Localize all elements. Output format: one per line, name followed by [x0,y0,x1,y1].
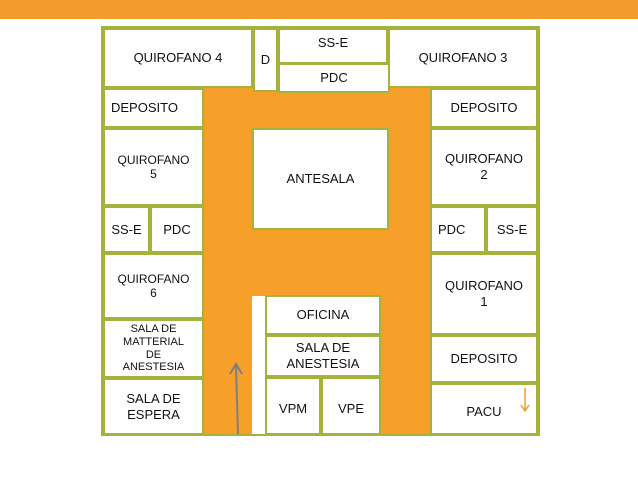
room-label: QUIROFANO 4 [133,50,223,66]
room-vpe: VPE [321,377,381,435]
room-quirofano-1: QUIROFANO 1 [430,253,538,335]
arrow-up-head [229,362,243,375]
room-label: QUIROFANO 6 [117,271,190,300]
header-bar [0,0,638,19]
room-ss-e-left: SS-E [103,206,150,253]
room-quirofano-3: QUIROFANO 3 [388,28,538,88]
corridor-left [204,88,252,434]
room-label: SALA DE ANESTESIA [286,340,360,371]
room-ss-e-right: SS-E [486,206,538,253]
room-label: SS-E [317,35,349,50]
room-ss-e-top: SS-E [278,28,388,64]
arrow-up-icon [229,362,243,435]
room-pdc-left: PDC [150,206,204,253]
room-label: SS-E [496,221,528,237]
room-deposito-bottom: DEPOSITO [430,335,538,383]
room-label: QUIROFANO 2 [444,151,523,182]
room-label: VPE [337,401,364,416]
room-deposito-right: DEPOSITO [430,88,538,128]
room-sala-espera: SALA DE ESPERA [103,378,204,435]
room-sala-anestesia: SALA DE ANESTESIA [265,335,381,377]
room-label: PDC [320,70,348,86]
arrow-down-icon [520,388,530,413]
room-label: DEPOSITO [450,351,518,367]
room-label: SS-E [111,221,142,237]
room-label: DEPOSITO [111,100,178,116]
room-label: PACU [466,404,502,420]
room-d: D [253,28,278,92]
room-pdc-right: PDC [430,206,486,253]
room-pdc-top: PDC [278,63,390,93]
room-deposito-left: DEPOSITO [103,88,204,128]
room-label: ANTESALA [286,171,355,187]
room-antesala: ANTESALA [252,128,389,230]
arrow-down-head [520,404,530,413]
room-oficina: OFICINA [265,295,381,335]
arrow-up-shaft [235,365,239,435]
room-quirofano-2: QUIROFANO 2 [430,128,538,206]
room-quirofano-5: QUIROFANO 5 [103,128,204,206]
room-label: SALA DE ESPERA [126,390,181,422]
room-label: PDC [163,221,191,237]
room-vpm: VPM [265,377,321,435]
room-label: D [260,52,271,68]
room-label: QUIROFANO 5 [117,152,190,181]
room-label: SALA DE MATTERIAL DE ANESTESIA [122,323,185,374]
room-sala-material-anestesia: SALA DE MATTERIAL DE ANESTESIA [103,319,204,378]
room-label: QUIROFANO 3 [418,50,508,66]
room-label: PDC [438,221,466,237]
room-quirofano-6: QUIROFANO 6 [103,253,204,319]
room-label: OFICINA [296,307,350,323]
corridor-center [252,228,380,296]
room-label: DEPOSITO [450,100,518,116]
room-pacu: PACU [430,383,538,435]
room-label: QUIROFANO 1 [444,278,523,309]
room-label: VPM [278,401,308,416]
room-quirofano-4: QUIROFANO 4 [103,28,253,88]
